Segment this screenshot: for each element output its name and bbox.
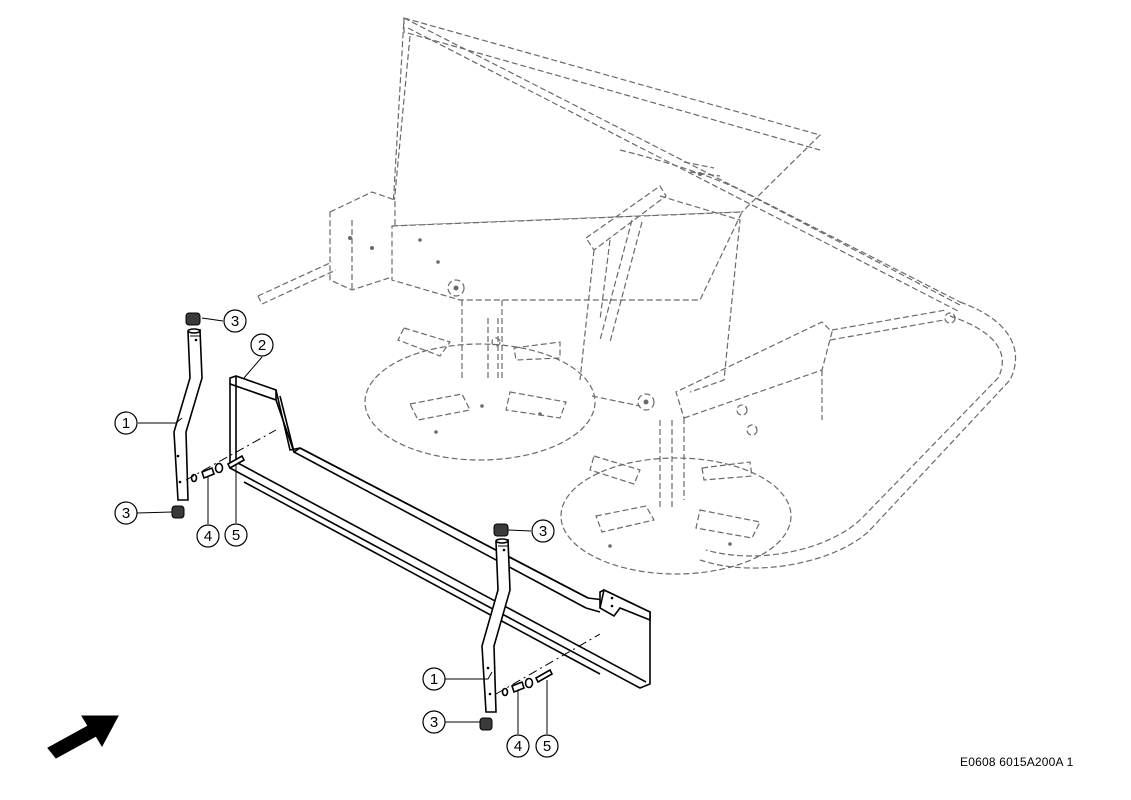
guard-plate bbox=[229, 375, 651, 689]
direction-arrow-icon bbox=[47, 715, 119, 759]
callout-3-left-top: 3 bbox=[223, 309, 247, 333]
callout-1-left: 1 bbox=[114, 411, 138, 435]
top-plug-right bbox=[493, 523, 509, 537]
tube-right bbox=[481, 539, 511, 713]
washer-right-a bbox=[501, 687, 509, 697]
washer-right-b bbox=[524, 677, 534, 689]
spacer-left bbox=[201, 466, 215, 480]
drawing-reference-number: E0608 6015A200A 1 bbox=[960, 755, 1074, 769]
right-tube-assembly bbox=[479, 523, 601, 731]
pin-left bbox=[226, 454, 246, 470]
left-spinner-disc bbox=[364, 343, 596, 461]
callout-3-left-bottom: 3 bbox=[114, 501, 138, 525]
bottom-plug-right bbox=[479, 717, 493, 731]
hopper-panel bbox=[391, 17, 822, 227]
cross-beam bbox=[391, 211, 743, 301]
svg-text:4: 4 bbox=[204, 528, 212, 545]
right-gearbox bbox=[675, 321, 833, 419]
callout-3-right-bottom: 3 bbox=[422, 710, 446, 734]
callout-3-right-top: 3 bbox=[531, 519, 555, 543]
washer-left-b bbox=[214, 462, 224, 474]
svg-text:1: 1 bbox=[122, 415, 130, 432]
right-spinner-disc bbox=[560, 457, 792, 575]
callout-4-right: 4 bbox=[506, 734, 530, 758]
svg-text:2: 2 bbox=[258, 337, 266, 354]
svg-text:5: 5 bbox=[543, 738, 551, 755]
callout-4-left: 4 bbox=[196, 524, 220, 548]
callout-5-right: 5 bbox=[535, 734, 559, 758]
svg-text:1: 1 bbox=[430, 671, 438, 688]
svg-text:4: 4 bbox=[514, 738, 522, 755]
leader-lines bbox=[136, 317, 548, 734]
left-tube-assembly bbox=[171, 312, 277, 519]
bottom-plug-left bbox=[171, 505, 185, 519]
callout-2: 2 bbox=[250, 333, 274, 357]
washer-left-a bbox=[190, 473, 198, 483]
svg-text:5: 5 bbox=[232, 527, 240, 544]
svg-text:3: 3 bbox=[122, 505, 130, 522]
callout-5-left: 5 bbox=[224, 523, 248, 547]
svg-text:3: 3 bbox=[231, 313, 239, 330]
top-plug-left bbox=[185, 312, 201, 326]
pin-right bbox=[534, 668, 554, 684]
left-gearbox bbox=[329, 191, 396, 291]
spacer-right bbox=[511, 680, 525, 694]
callouts: 1 3 3 2 4 5 1 3 bbox=[114, 309, 559, 758]
svg-text:3: 3 bbox=[539, 523, 547, 540]
svg-text:3: 3 bbox=[430, 714, 438, 731]
callout-1-right: 1 bbox=[422, 667, 446, 691]
spreader-phantom bbox=[257, 17, 1017, 575]
tube-left bbox=[173, 329, 203, 501]
